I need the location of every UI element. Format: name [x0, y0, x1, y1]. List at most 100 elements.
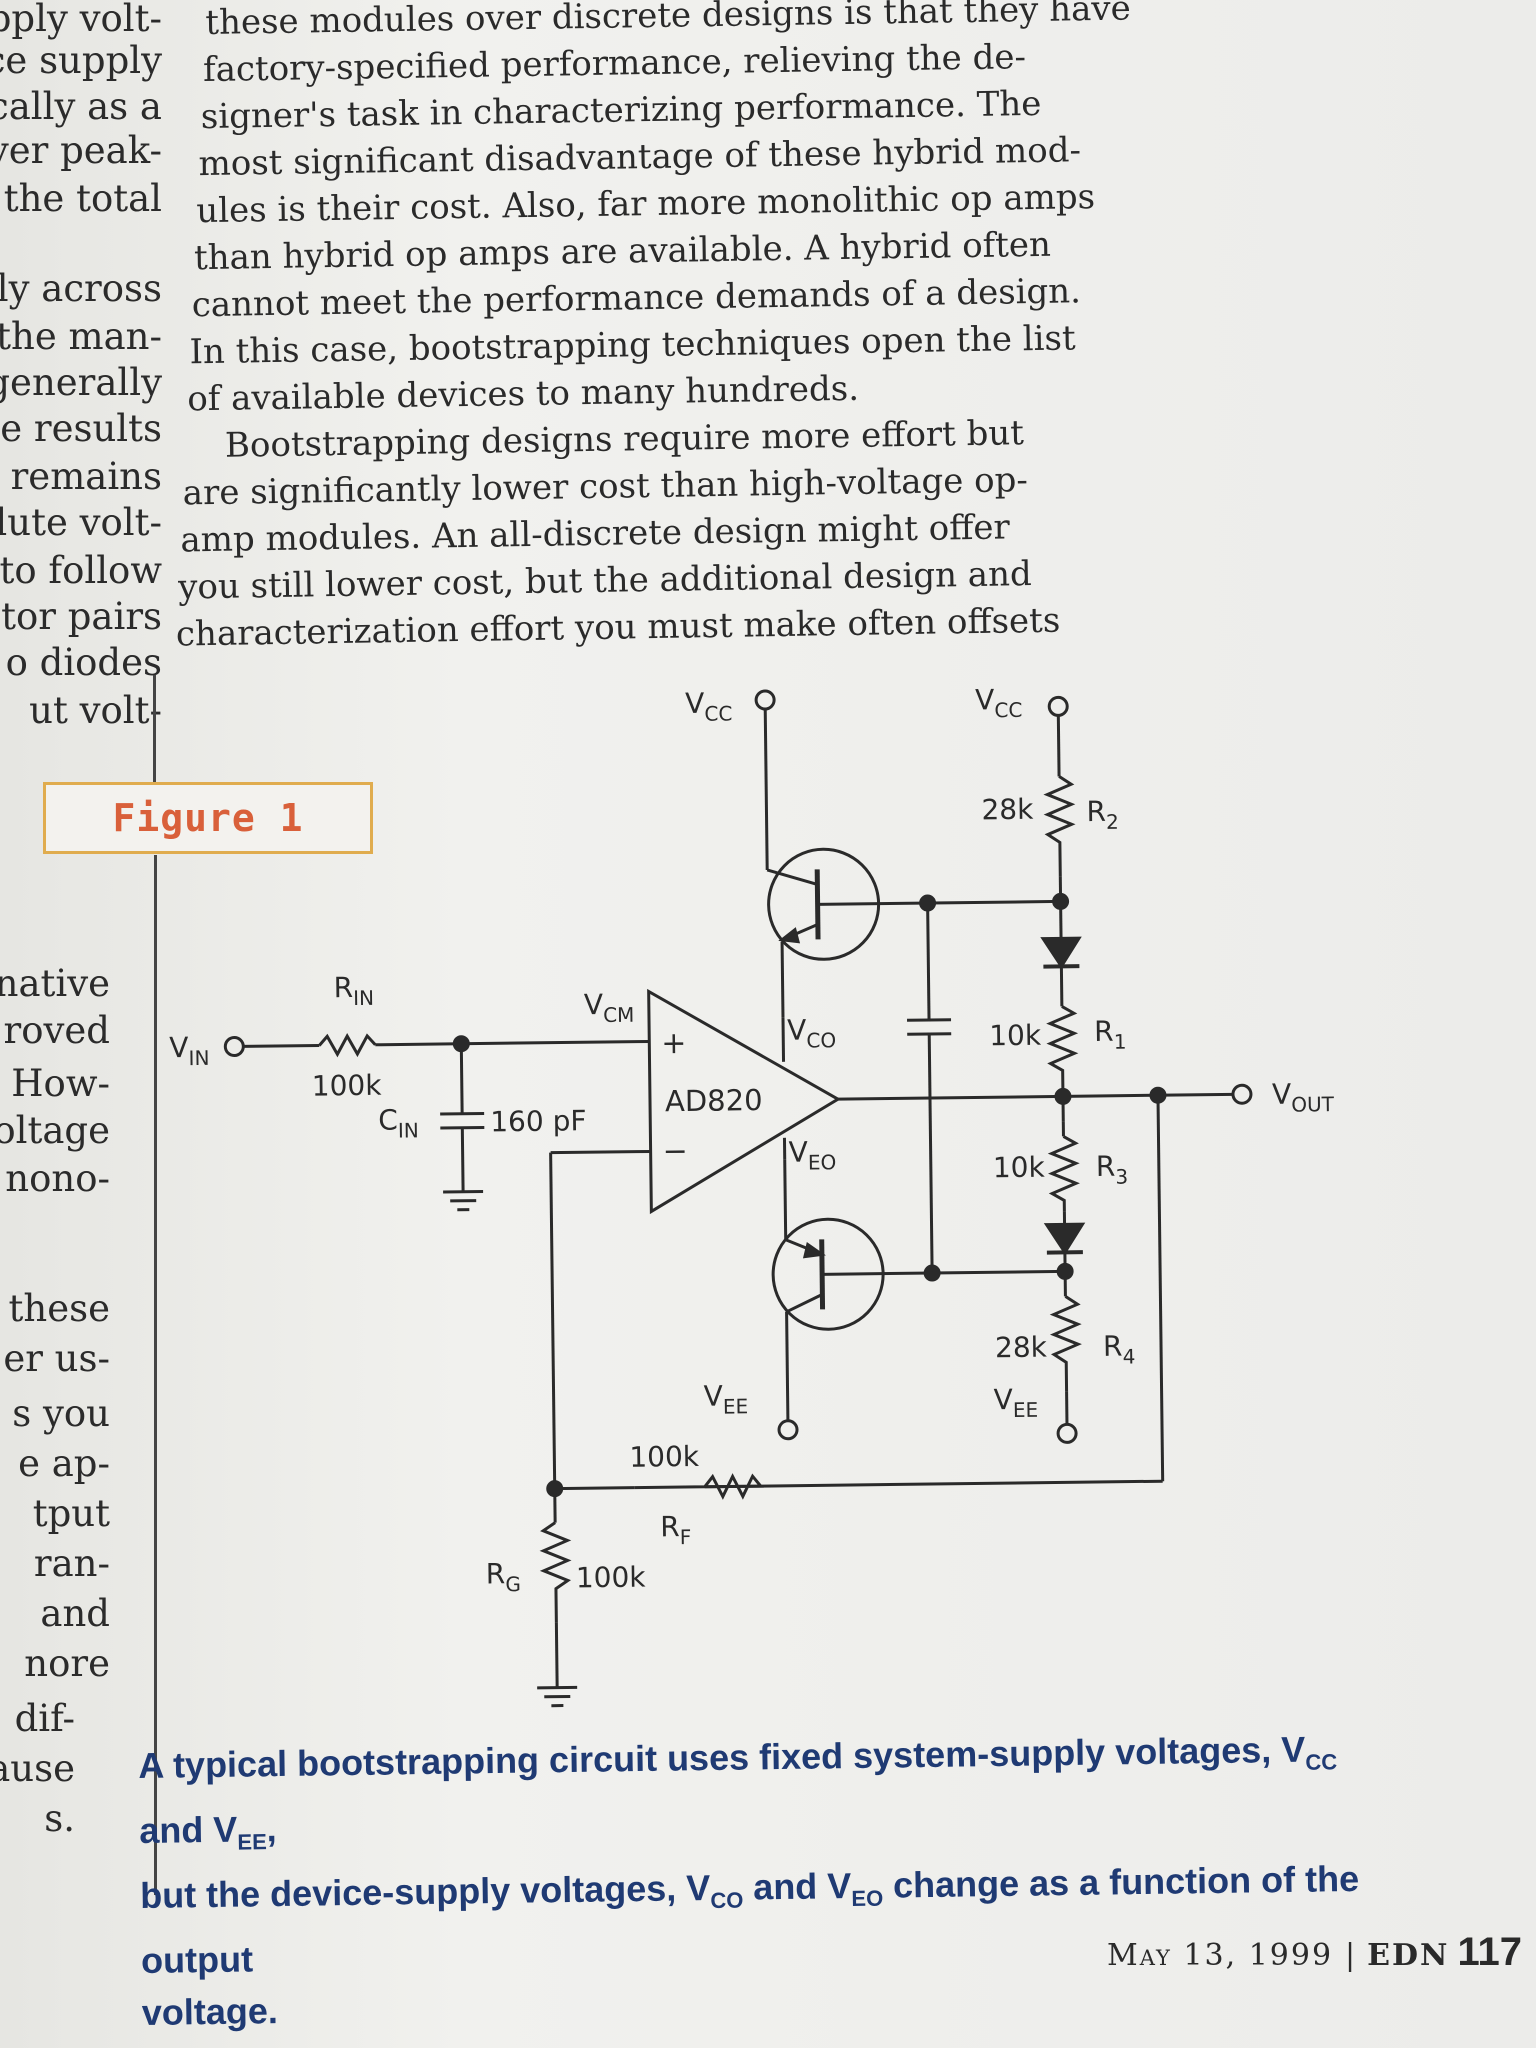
figure-caption: A typical bootstrapping circuit uses fix…: [138, 1722, 1402, 2039]
left-column-fragment: me results: [0, 407, 162, 450]
resistor-r1: [1046, 1005, 1079, 1097]
opamp-ad820: [647, 988, 841, 1215]
left-column-fragment: generally: [0, 361, 162, 404]
caption-line-1: A typical bootstrapping circuit uses fix…: [138, 1728, 1338, 1855]
left-column-fragment: native: [0, 962, 110, 1005]
wire: [927, 1034, 934, 1274]
opamp-name: AD820: [665, 1083, 763, 1118]
wire: [763, 708, 769, 871]
capacitor-cin: [440, 1111, 485, 1116]
left-column-fragment: e ap-: [18, 1442, 110, 1485]
rg-value: 100k: [576, 1561, 647, 1595]
vee-left-label: VEE: [703, 1379, 748, 1419]
wire: [460, 1127, 465, 1192]
vee-left-terminal: [777, 1419, 799, 1441]
vcm-label: VCM: [584, 988, 635, 1028]
capacitor: [907, 1018, 952, 1022]
r3-value: 10k: [993, 1151, 1046, 1185]
vout-label: VOUT: [1272, 1077, 1335, 1117]
r4-label: R4: [1103, 1330, 1136, 1369]
left-column-fragment: n the total: [0, 177, 162, 220]
left-column-fragment: oply across: [0, 267, 162, 310]
left-column-fragment: nore: [24, 1642, 110, 1685]
vin-label: VIN: [169, 1031, 209, 1070]
wire: [554, 1486, 635, 1491]
resistor-r2: [1043, 775, 1076, 877]
resistor-r4: [1049, 1295, 1082, 1392]
r3-label: R3: [1096, 1150, 1129, 1189]
wire: [1056, 715, 1061, 777]
wire: [780, 941, 785, 1018]
left-column: upply volt-vice supplyically as aover pe…: [0, 0, 170, 2048]
vco-label: VCO: [787, 1013, 836, 1053]
vee-right-label: VEE: [993, 1383, 1038, 1423]
vee-right-terminal: [1056, 1422, 1078, 1444]
left-column-fragment: How-: [11, 1062, 110, 1105]
wire: [785, 1311, 790, 1420]
resistor-r3: [1047, 1135, 1080, 1212]
opamp-minus: −: [662, 1134, 688, 1169]
wire: [459, 1043, 464, 1114]
left-column-fragment: vice supply: [0, 39, 162, 82]
resistor-rg: [539, 1521, 572, 1623]
left-column-fragment: tput: [32, 1492, 110, 1535]
cin-label: CIN: [378, 1103, 419, 1142]
wire: [1156, 1095, 1165, 1482]
wire: [926, 903, 931, 1021]
left-column-fragment: er us-: [3, 1337, 110, 1380]
footer-date: May 13, 1999: [1107, 1938, 1334, 1973]
figure-label: Figure 1: [112, 796, 304, 840]
rf-value: 100k: [629, 1440, 700, 1474]
diode-lower: [1043, 1222, 1086, 1256]
r4-value: 28k: [995, 1331, 1048, 1365]
left-column-fragment: , remains: [0, 455, 162, 498]
wire: [375, 1039, 650, 1047]
rg-label: RG: [486, 1557, 521, 1596]
veo-label: VEO: [788, 1135, 836, 1175]
footer-publication: EDN: [1367, 1938, 1450, 1973]
column-rule: [154, 855, 157, 1895]
figure-label-box: Figure 1: [43, 782, 373, 854]
wire: [783, 1159, 788, 1240]
vcc-left-label: VCC: [685, 686, 733, 726]
r1-label: R1: [1094, 1015, 1127, 1054]
vcc-left-terminal: [754, 689, 776, 711]
left-column-fragment: upply volt-: [0, 0, 162, 40]
rin-label: RIN: [333, 971, 374, 1010]
wire: [781, 1017, 786, 1062]
resistor-rin: [318, 1033, 377, 1058]
diode-upper: [1040, 936, 1082, 970]
column-rule: [153, 675, 156, 785]
wire: [549, 1152, 557, 1523]
left-column-fragment: oltage: [0, 1109, 110, 1152]
wire: [554, 1622, 559, 1688]
wire: [550, 1149, 651, 1155]
wire: [704, 1479, 1163, 1489]
left-column-fragment: ause: [0, 1747, 75, 1790]
left-column-fragment: s.: [44, 1797, 75, 1840]
r1-value: 10k: [989, 1019, 1042, 1053]
vin-terminal: [223, 1036, 245, 1058]
opamp-plus: +: [661, 1026, 687, 1061]
left-column-fragment: s you: [12, 1392, 110, 1435]
left-column-fragment: ran-: [33, 1542, 110, 1585]
left-column-fragment: ically as a: [0, 85, 162, 128]
left-column-fragment: over peak-: [0, 129, 162, 172]
left-column-fragment: dif-: [14, 1697, 75, 1740]
cin-value: 160 pF: [490, 1104, 587, 1138]
vcc-right-terminal: [1047, 695, 1069, 717]
wire: [837, 1092, 1233, 1101]
footer-separator: |: [1345, 1938, 1356, 1973]
wire: [1058, 876, 1063, 939]
left-column-fragment: these: [8, 1287, 110, 1330]
wire: [817, 899, 1061, 906]
left-column-fragment: n the man-: [0, 315, 162, 358]
rf-label: RF: [660, 1510, 691, 1549]
left-column-fragment: roved: [3, 1009, 110, 1052]
wire: [932, 1269, 1066, 1275]
left-column-fragment: and: [40, 1592, 110, 1635]
left-column-fragment: to follow: [0, 549, 162, 592]
